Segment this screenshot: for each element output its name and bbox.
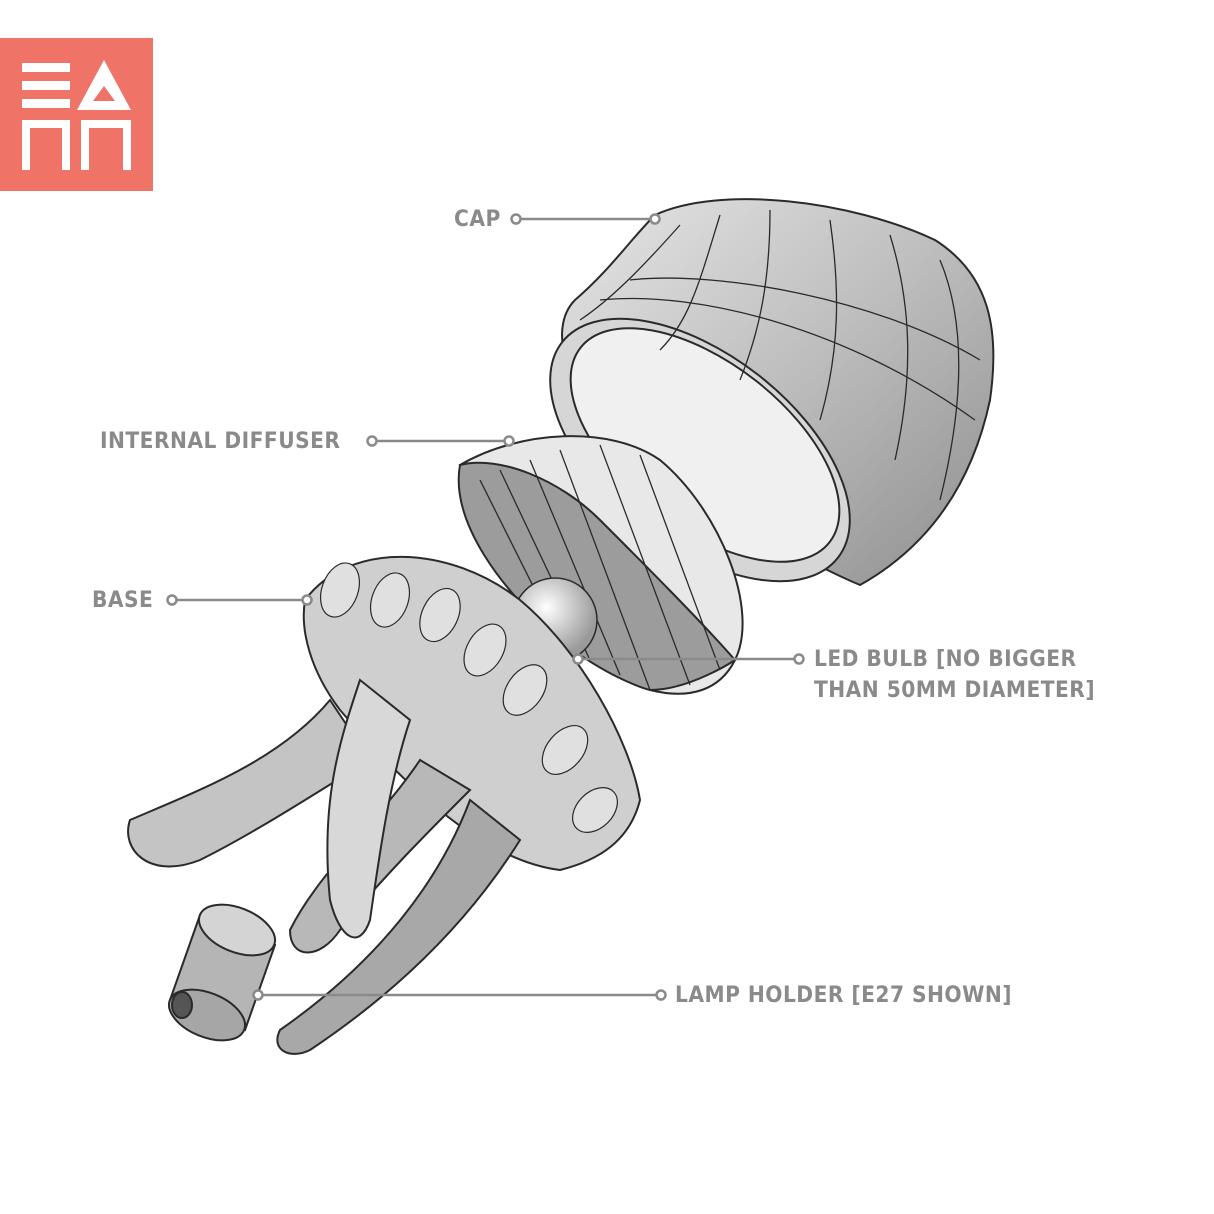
label-base: BASE: [92, 588, 154, 613]
base-part: [127, 555, 642, 1055]
label-led-bulb-line1: LED BULB [NO BIGGER: [814, 647, 1077, 672]
leader-lines: [166, 213, 805, 1001]
label-led-bulb-line2: THAN 50MM DIAMETER]: [814, 678, 1096, 703]
label-cap: CAP: [454, 207, 501, 232]
label-lamp-holder: LAMP HOLDER [E27 SHOWN]: [675, 983, 1012, 1008]
lamp-holder-part: [168, 903, 277, 1042]
brand-logo: [0, 38, 153, 191]
cap-part: [549, 198, 995, 587]
label-internal-diffuser: INTERNAL DIFFUSER: [100, 429, 341, 454]
